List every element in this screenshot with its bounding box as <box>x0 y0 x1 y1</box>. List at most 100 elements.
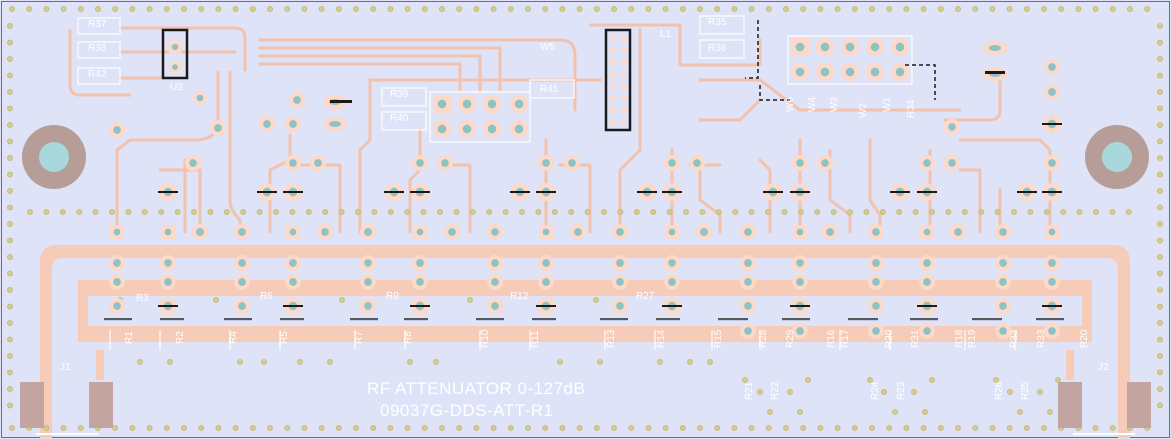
via <box>267 425 273 431</box>
stage-pad <box>160 274 176 290</box>
via <box>645 425 652 431</box>
label-r41: R41 <box>540 84 559 95</box>
via <box>628 425 635 431</box>
silk-r42 <box>77 67 121 85</box>
stage-pad <box>158 183 178 201</box>
via <box>473 425 480 431</box>
via <box>989 425 996 431</box>
stage-pad <box>412 155 428 171</box>
via <box>232 6 239 12</box>
via <box>353 6 359 12</box>
stage-pad <box>110 225 124 239</box>
via <box>628 6 635 12</box>
resistor-mark <box>350 318 378 321</box>
label-w2: W2 <box>858 103 869 118</box>
via <box>92 209 99 215</box>
via <box>611 425 617 431</box>
stage-pad <box>920 225 934 239</box>
via <box>1017 409 1023 415</box>
via <box>611 6 617 12</box>
trace <box>943 68 1002 122</box>
stage-pad <box>317 224 333 240</box>
resistor-mark <box>972 318 1002 321</box>
stage-pad <box>696 224 712 240</box>
silk-r41 <box>529 79 575 99</box>
via <box>920 6 927 12</box>
stage-pad <box>1044 255 1060 271</box>
via <box>834 6 841 12</box>
via <box>7 270 13 277</box>
stage-pad <box>919 255 935 271</box>
via <box>1157 138 1163 145</box>
stage-pad <box>192 224 208 240</box>
via <box>851 425 858 431</box>
silk-dashed <box>745 20 936 101</box>
via <box>76 209 83 215</box>
via <box>43 209 50 215</box>
test-pad <box>285 116 301 132</box>
via <box>59 209 66 215</box>
via <box>240 209 247 215</box>
via <box>1093 209 1099 215</box>
trace <box>618 28 642 234</box>
stage-pad <box>412 255 428 271</box>
stage-pad <box>662 297 682 315</box>
stage-pad <box>412 274 428 290</box>
stage-pad <box>664 255 680 271</box>
via <box>584 209 591 215</box>
via <box>593 297 599 303</box>
label-r42: R42 <box>88 69 107 80</box>
ic-pin <box>483 95 501 113</box>
trace <box>258 46 502 92</box>
via <box>1055 377 1061 383</box>
silk-ic <box>429 91 531 143</box>
via <box>1157 204 1163 211</box>
via <box>1157 105 1163 112</box>
via <box>7 369 13 376</box>
via <box>7 336 13 343</box>
trace <box>408 128 422 234</box>
label-r9: R9 <box>386 291 399 302</box>
via <box>490 425 497 431</box>
u2-pin <box>169 61 181 73</box>
via <box>525 6 531 12</box>
via <box>1109 425 1116 431</box>
stage-pad <box>487 224 503 240</box>
header-pin <box>866 63 884 81</box>
via <box>27 209 33 215</box>
via <box>869 6 875 12</box>
stage-pad <box>286 225 300 239</box>
via <box>284 425 291 431</box>
resistor-mark <box>600 318 628 321</box>
via <box>327 359 333 365</box>
ic-pin <box>510 120 528 138</box>
via <box>129 425 136 431</box>
stage-pad <box>109 122 125 138</box>
label-r34: R34 <box>906 99 917 118</box>
via <box>697 425 703 431</box>
via <box>576 425 583 431</box>
via <box>387 425 394 431</box>
via <box>1157 188 1163 194</box>
label-r14: R14 <box>656 329 667 348</box>
stage-pad <box>234 274 250 290</box>
via <box>748 425 755 431</box>
stage-pad <box>612 274 628 290</box>
via <box>387 6 394 12</box>
label-r29: R29 <box>785 329 796 348</box>
stage-pad <box>792 255 808 271</box>
label-j1: J1 <box>60 362 71 373</box>
via <box>289 209 296 215</box>
label-r17: R17 <box>840 329 851 348</box>
via <box>896 209 903 215</box>
via <box>679 6 686 12</box>
via <box>109 209 115 215</box>
via <box>322 209 329 215</box>
stage-pad <box>917 297 937 315</box>
via <box>9 6 15 12</box>
via <box>601 209 607 215</box>
stage-pad <box>283 183 303 201</box>
resistor-mark <box>224 318 252 321</box>
test-pad <box>210 120 226 136</box>
